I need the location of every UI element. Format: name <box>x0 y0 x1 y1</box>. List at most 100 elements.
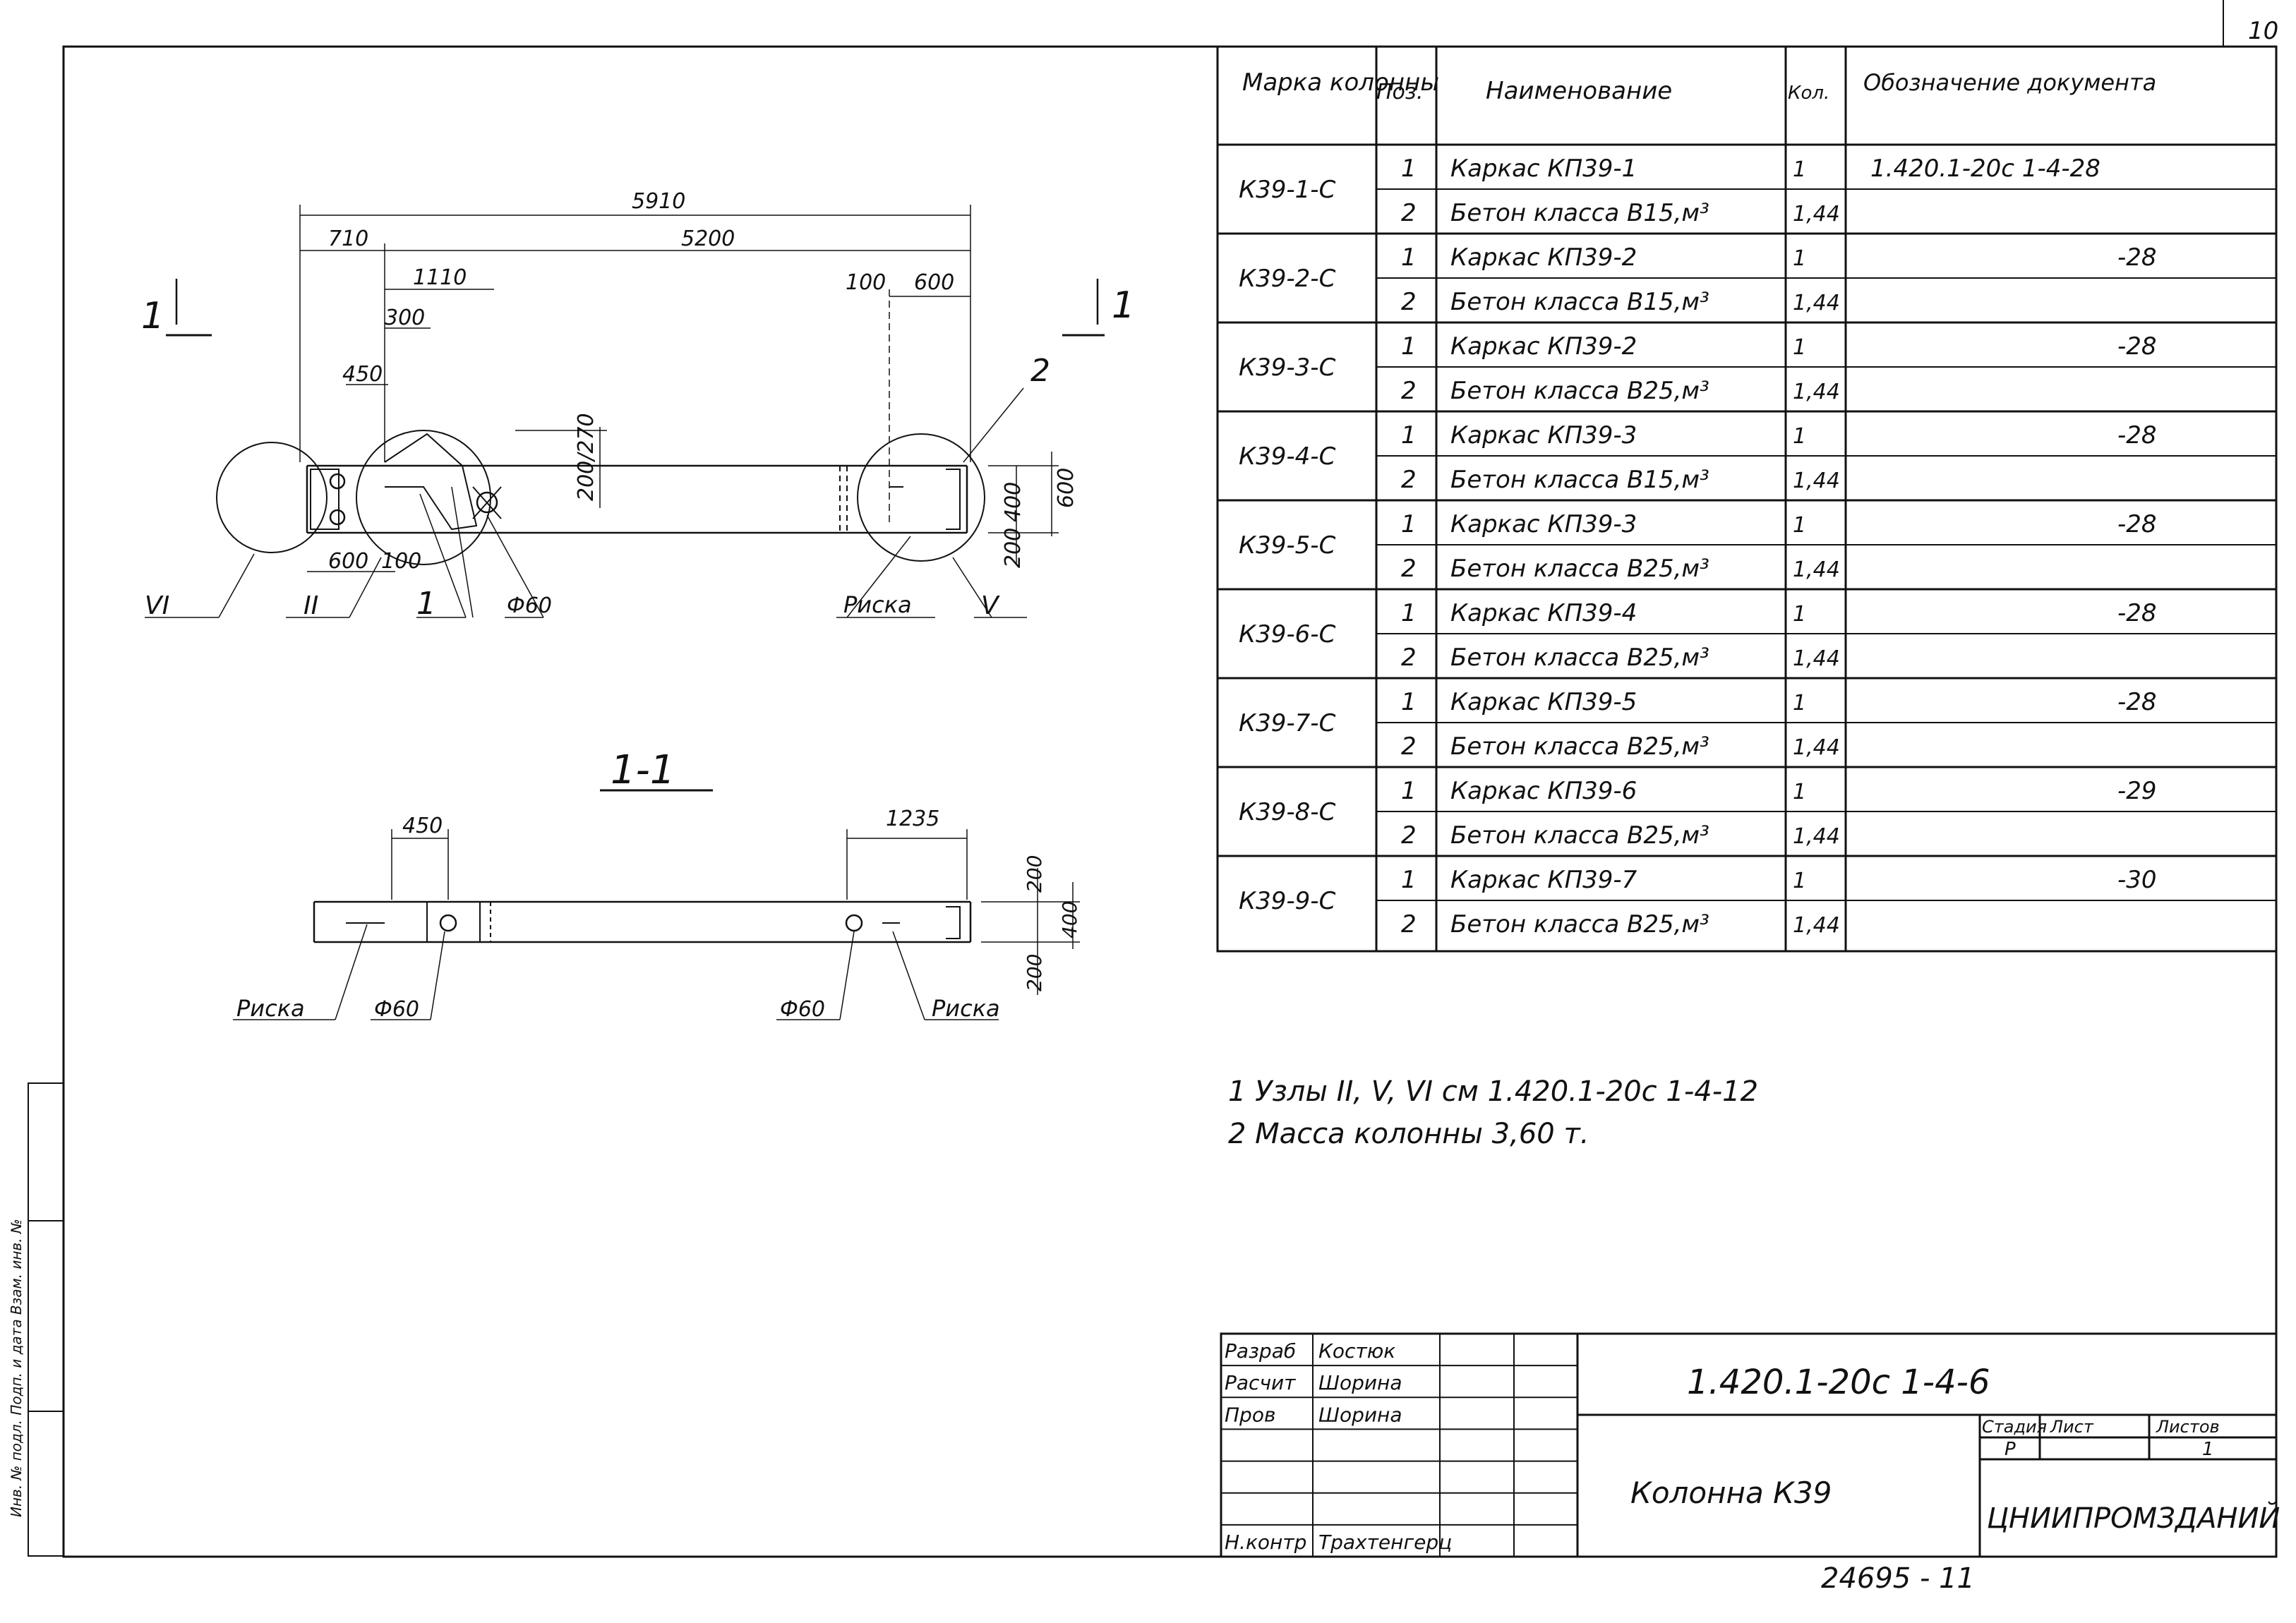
table-cell-mark: К39-5-С <box>1239 531 1336 560</box>
table-cell-qty: 1,44 <box>1793 735 1840 760</box>
drawing-title: Колонна К39 <box>1630 1476 1832 1510</box>
table-cell-name: Каркас КП39-3 <box>1450 421 1637 450</box>
section-1-1 <box>233 789 1080 1020</box>
table-cell-pos: 1 <box>1401 599 1417 627</box>
table-cell-name: Бетон класса В15,м³ <box>1450 466 1709 494</box>
table-cell-mark: К39-2-С <box>1239 265 1336 293</box>
table-cell-pos: 1 <box>1401 688 1417 716</box>
header-name: Наименование <box>1486 77 1672 105</box>
table-cell-name: Каркас КП39-2 <box>1450 332 1637 361</box>
doc-code: 1.420.1-20с 1-4-6 <box>1687 1363 1990 1402</box>
header-pos: Поз. <box>1376 80 1423 104</box>
table-cell-doc: -28 <box>2117 332 2157 361</box>
table-cell-mark: К39-6-С <box>1239 620 1336 648</box>
table-cell-doc: -28 <box>2117 688 2157 716</box>
table-cell-name: Бетон класса В15,м³ <box>1450 199 1709 227</box>
table-cell-pos: 1 <box>1401 332 1417 361</box>
section-phi60-left: Ф60 <box>374 997 419 1022</box>
table-cell-name: Каркас КП39-6 <box>1450 777 1637 805</box>
dim-200-270: 200/270 <box>574 413 599 501</box>
section-dim-400: 400 <box>1058 901 1081 939</box>
dim-200: 200 <box>1001 528 1026 568</box>
table-cell-mark: К39-9-С <box>1239 887 1336 915</box>
table-cell-pos: 1 <box>1401 155 1417 183</box>
section-mark-left: 1 <box>141 295 164 337</box>
tb-role: Расчит <box>1225 1371 1296 1394</box>
note-2: 2 Масса колонны 3,60 т. <box>1228 1118 1589 1150</box>
dim-300: 300 <box>385 306 425 330</box>
table-cell-name: Бетон класса В25,м³ <box>1450 377 1709 405</box>
table-cell-qty: 1,44 <box>1793 291 1840 315</box>
sheets-label: Листов <box>2156 1417 2220 1437</box>
table-cell-qty: 1 <box>1793 780 1806 804</box>
section-riska-right: Риска <box>932 995 1000 1022</box>
title-block-text: 1.420.1-20с 1-4-6 Колонна К39 Стадия Лис… <box>1630 1363 2280 1535</box>
sheets-value: 1 <box>2202 1439 2214 1460</box>
tb-name: Шорина <box>1318 1371 1402 1394</box>
position-1-label: 1 <box>416 586 436 622</box>
header-qty: Кол. <box>1788 83 1829 104</box>
table-cell-qty: 1 <box>1793 691 1806 716</box>
table-cell-pos: 2 <box>1401 555 1417 583</box>
elevation-labels: 1 1 2 1 VI II V Риска Ф60 <box>141 284 1135 622</box>
stage-value: Р <box>2005 1439 2016 1460</box>
table-cell-pos: 1 <box>1401 777 1417 805</box>
section-dim-1235: 1235 <box>886 807 939 831</box>
bottom-code: 24695 - 11 <box>1821 1562 1975 1595</box>
sheet-frame <box>62 45 2278 1558</box>
organization: ЦНИИПРОМЗДАНИЙ <box>1987 1501 2280 1535</box>
table-cell-qty: 1,44 <box>1793 646 1840 671</box>
table-cell-qty: 1 <box>1793 869 1806 893</box>
table-cell-qty: 1,44 <box>1793 469 1840 493</box>
table-cell-pos: 2 <box>1401 910 1417 939</box>
riska-label: Риска <box>843 591 912 618</box>
table-cell-mark: К39-7-С <box>1239 709 1336 737</box>
table-cell-name: Каркас КП39-1 <box>1450 155 1637 183</box>
dim-600: 600 <box>914 270 954 295</box>
header-mark: Марка колонны <box>1242 68 1439 97</box>
table-cell-pos: 2 <box>1401 821 1417 850</box>
table-cell-pos: 2 <box>1401 288 1417 316</box>
table-cell-mark: К39-3-С <box>1239 354 1336 382</box>
section-mark-right: 1 <box>1112 284 1135 327</box>
table-cell-pos: 2 <box>1401 644 1417 672</box>
dim-450: 450 <box>342 362 383 387</box>
table-cell-name: Каркас КП39-7 <box>1450 866 1637 894</box>
table-cell-name: Бетон класса В25,м³ <box>1450 555 1709 583</box>
table-cell-doc: -28 <box>2117 243 2157 272</box>
table-cell-pos: 1 <box>1401 243 1417 272</box>
section-dim-450: 450 <box>402 814 443 838</box>
dim-1110: 1110 <box>413 265 467 290</box>
table-cell-name: Каркас КП39-2 <box>1450 243 1637 272</box>
dim-100-bottom: 100 <box>381 549 421 574</box>
table-cell-name: Бетон класса В25,м³ <box>1450 732 1709 761</box>
table-cell-doc: -28 <box>2117 599 2157 627</box>
table-cell-doc: -29 <box>2117 777 2157 805</box>
table-cell-name: Бетон класса В25,м³ <box>1450 821 1709 850</box>
table-cell-pos: 2 <box>1401 466 1417 494</box>
spec-table <box>1216 45 2278 953</box>
table-cell-name: Каркас КП39-5 <box>1450 688 1637 716</box>
table-cell-mark: К39-8-С <box>1239 798 1336 826</box>
dim-5200: 5200 <box>681 227 735 251</box>
table-cell-qty: 1,44 <box>1793 202 1840 227</box>
stage-label: Стадия <box>1982 1417 2047 1437</box>
page-number: 10 <box>2248 17 2278 45</box>
table-cell-mark: К39-1-С <box>1239 176 1336 204</box>
section-dim-200a: 200 <box>1023 855 1046 893</box>
table-cell-pos: 1 <box>1401 510 1417 538</box>
position-2-label: 2 <box>1030 353 1050 389</box>
table-cell-pos: 1 <box>1401 421 1417 450</box>
tb-name: Костюк <box>1318 1339 1395 1363</box>
phi60-label: Ф60 <box>507 593 552 618</box>
dim-710: 710 <box>328 227 368 251</box>
dim-600-bottom: 600 <box>328 549 368 574</box>
table-cell-qty: 1 <box>1793 513 1806 538</box>
column-elevation <box>145 205 1105 618</box>
side-stamp: Инв. № подл. Подп. и дата Взам. инв. № <box>8 1082 64 1557</box>
section-riska-left: Риска <box>236 995 305 1022</box>
table-cell-qty: 1,44 <box>1793 824 1840 849</box>
table-cell-qty: 1 <box>1793 335 1806 360</box>
